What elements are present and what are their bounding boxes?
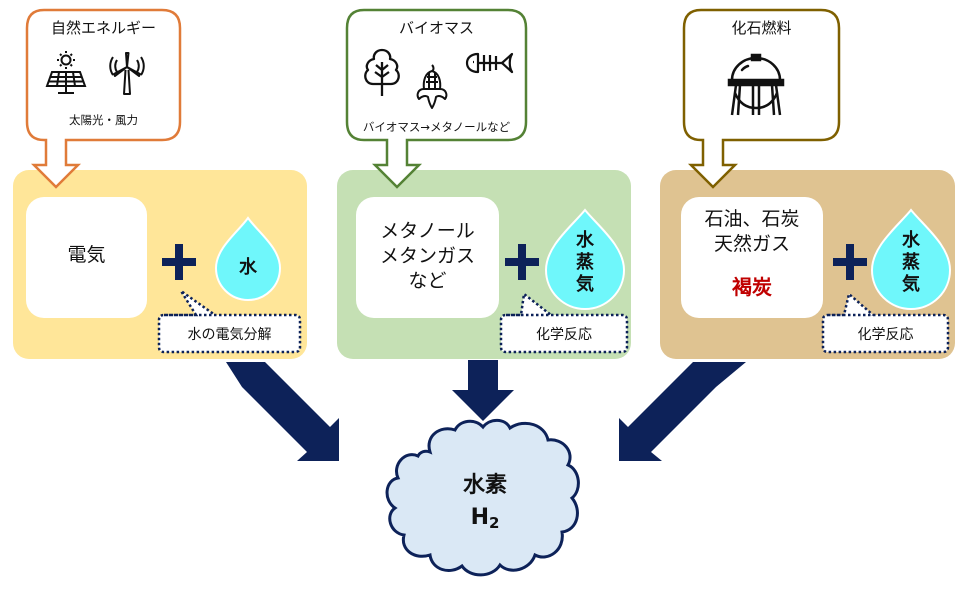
process-note-biomass: 化学反応 [536, 327, 592, 343]
reactant-char: 気 [576, 274, 594, 295]
input-line: メタノール [380, 220, 475, 242]
solar-panel-icon [45, 51, 87, 94]
lignite-highlight: 褐炭 [732, 275, 772, 299]
process-note-fossil: 化学反応 [857, 327, 914, 343]
corn-icon [416, 64, 448, 109]
fossil-callout [682, 8, 841, 189]
reactant-label-water: 水 [239, 257, 257, 278]
hydrogen-name: 水素 [462, 473, 507, 498]
renewable-callout-title: 自然エネルギー [50, 19, 156, 37]
formula-base: H [470, 505, 489, 530]
gas-tank-icon [727, 53, 785, 116]
plus-icon [162, 244, 196, 280]
process-note-1-shape [157, 289, 302, 354]
fossil-callout-title: 化石燃料 [731, 19, 792, 37]
plus-icon [505, 244, 539, 280]
arrow-fossil-to-hydrogen [619, 362, 746, 461]
input-line: 天然ガス [713, 233, 790, 255]
steam-drop-2 [544, 208, 626, 310]
reactant-char: 気 [902, 274, 920, 295]
hydrogen-label: 水素 H2 [430, 470, 540, 539]
water-drop-1 [214, 216, 282, 301]
reactant-char: 水 [902, 230, 920, 251]
wind-turbine-icon [109, 52, 145, 95]
formula-subscript: 2 [488, 514, 500, 532]
process-note-2-shape [499, 291, 629, 354]
input-box-biomass: メタノール メタンガス など [356, 197, 499, 318]
input-line: メタンガス [379, 245, 475, 267]
reactant-label-steam: 水 蒸 気 [566, 230, 604, 296]
renewable-callout [25, 8, 182, 189]
process-note-3-shape [821, 291, 950, 354]
reactant-char: 蒸 [576, 252, 594, 273]
reactant-char: 蒸 [902, 252, 920, 273]
arrow-biomass-to-hydrogen [452, 360, 514, 421]
input-box-renewable: 電気 [26, 197, 147, 318]
input-box-fossil: 石油、石炭 天然ガス 褐炭 [681, 197, 823, 318]
biomass-callout-caption: バイオマス→メタノールなど [362, 120, 511, 134]
fish-bone-icon [465, 52, 514, 74]
process-note-renewable: 水の電気分解 [187, 327, 272, 343]
input-line: など [408, 270, 447, 292]
biomass-callout-title: バイオマス [398, 19, 474, 37]
reactant-char: 水 [576, 230, 594, 251]
arrow-renewable-to-hydrogen [226, 362, 339, 461]
input-line: 石油、石炭 [704, 208, 800, 230]
reactant-label-steam: 水 蒸 気 [892, 230, 930, 296]
steam-drop-3 [870, 208, 952, 310]
hydrogen-formula: H2 [430, 502, 540, 539]
renewable-callout-caption: 太陽光・風力 [69, 113, 138, 127]
hydrogen-cloud [385, 418, 580, 577]
tree-icon [364, 48, 400, 96]
plus-icon [833, 244, 867, 280]
input-line: 電気 [67, 244, 106, 266]
